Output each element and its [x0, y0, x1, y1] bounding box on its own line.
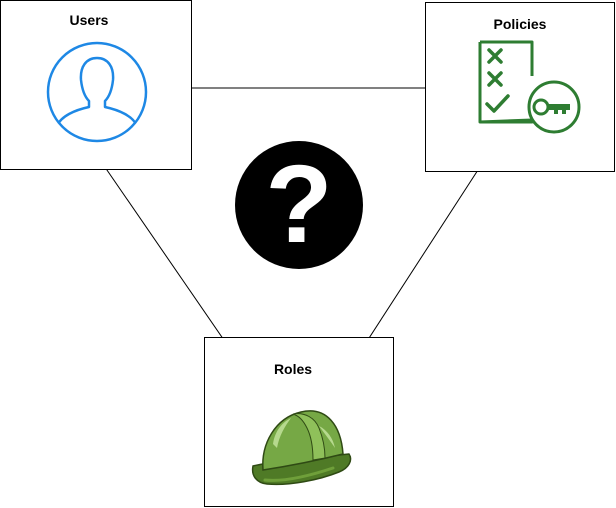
roles-title: Roles — [273, 361, 313, 377]
user-icon — [46, 41, 148, 143]
policies-node[interactable]: Policies — [425, 2, 615, 172]
policy-checklist-key-icon — [478, 40, 581, 134]
users-node[interactable]: Users — [0, 0, 192, 170]
question-mark-glyph: ? — [265, 143, 332, 266]
hard-hat-icon — [251, 410, 352, 486]
users-title: Users — [69, 12, 109, 28]
policies-title: Policies — [493, 16, 547, 32]
roles-node[interactable]: Roles — [204, 337, 394, 507]
question-mark-icon: ? — [235, 141, 363, 269]
